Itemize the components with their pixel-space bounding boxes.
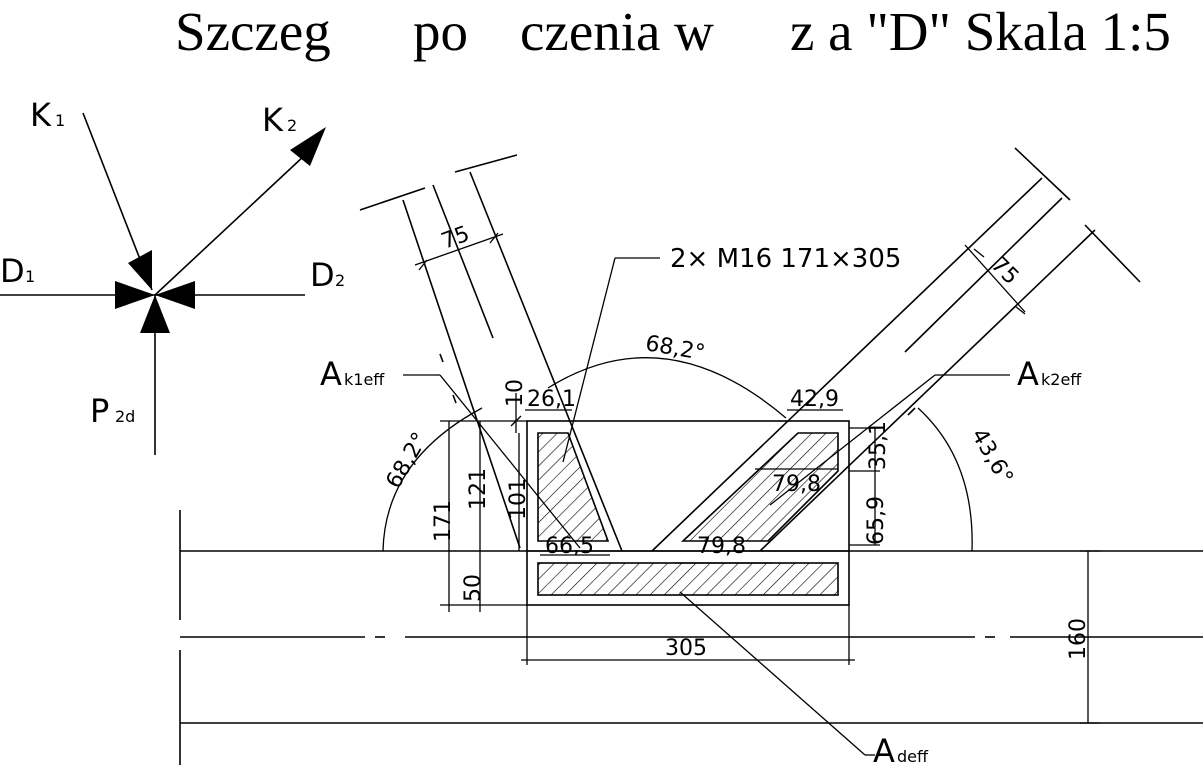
diagonal-k2 bbox=[651, 147, 1141, 552]
dim-160: 160 bbox=[1066, 618, 1091, 660]
label-p: P bbox=[90, 392, 109, 430]
area-labels: A k1eff A k2eff A deff bbox=[320, 355, 1082, 765]
title-part-1: Szczeg bbox=[175, 1, 331, 62]
title-part-2: po bbox=[413, 1, 468, 62]
dim-50: 50 bbox=[461, 574, 486, 602]
dim-65-9: 65,9 bbox=[864, 496, 889, 545]
label-k2-sub: 2 bbox=[287, 116, 297, 135]
dim-171: 171 bbox=[431, 500, 456, 542]
dim-42-9: 42,9 bbox=[790, 387, 839, 412]
title-part-4: z a "D" Skala 1:5 bbox=[790, 1, 1171, 62]
label-ak2: A bbox=[1017, 355, 1039, 393]
area-k1eff bbox=[537, 432, 610, 542]
dim-75-right-label: 75 bbox=[986, 252, 1023, 289]
label-d1-sub: 1 bbox=[25, 267, 35, 286]
dim-35-1: 35,1 bbox=[866, 421, 891, 470]
dim-79-8-bottom: 79,8 bbox=[697, 534, 746, 559]
area-k2eff bbox=[680, 432, 839, 542]
bolt-callout: 2× M16 171×305 bbox=[670, 244, 901, 274]
angle-left: 68,2° bbox=[382, 428, 434, 492]
force-legend-labels: K 1 K 2 D 1 D 2 P 2d bbox=[0, 96, 345, 430]
arrow-d2-icon bbox=[155, 281, 195, 309]
label-ad-sub: deff bbox=[897, 747, 929, 765]
dim-101: 101 bbox=[506, 478, 531, 520]
label-k1: K bbox=[30, 96, 52, 134]
dim-26-1: 26,1 bbox=[527, 387, 576, 412]
dim-305: 305 bbox=[665, 636, 707, 661]
dim-79-8-top: 79,8 bbox=[772, 472, 821, 497]
label-d1: D bbox=[0, 252, 25, 290]
dim-66-5: 66,5 bbox=[545, 534, 594, 559]
diagonal-k1 bbox=[359, 154, 623, 552]
title-part-3: czenia w bbox=[520, 1, 714, 62]
arrow-k1-icon bbox=[128, 250, 152, 290]
force-legend-arrowheads bbox=[115, 127, 326, 333]
dim-10: 10 bbox=[503, 379, 528, 407]
label-p-sub: 2d bbox=[115, 407, 135, 426]
area-deff bbox=[537, 562, 839, 596]
drawing-title: Szczeg po czenia w z a "D" Skala 1:5 bbox=[175, 1, 1171, 62]
label-d2: D bbox=[310, 256, 335, 294]
angle-top: 68,2° bbox=[643, 331, 706, 366]
label-k2: K bbox=[262, 101, 284, 139]
gusset-plate bbox=[526, 420, 850, 606]
arrow-p-icon bbox=[140, 295, 170, 333]
label-ad: A bbox=[873, 732, 895, 765]
label-k1-sub: 1 bbox=[55, 111, 65, 130]
arrow-d1-icon bbox=[115, 281, 155, 309]
force-legend bbox=[0, 112, 306, 455]
dim-75-left bbox=[414, 232, 504, 271]
angle-right: 43,6° bbox=[966, 424, 1018, 488]
dim-labels-gusset: 10 26,1 42,9 35,1 79,8 65,9 79,8 66,5 10… bbox=[431, 379, 1091, 661]
arrow-k2-icon bbox=[290, 127, 326, 166]
dim-75-right bbox=[964, 244, 1026, 315]
label-ak1: A bbox=[320, 355, 342, 393]
label-d2-sub: 2 bbox=[335, 271, 345, 290]
effective-areas bbox=[537, 432, 839, 596]
area-leaders bbox=[403, 374, 1010, 756]
label-ak1-sub: k1eff bbox=[344, 370, 385, 389]
bolt-leader bbox=[562, 257, 660, 463]
dim-lines-gusset bbox=[440, 393, 1100, 724]
dim-75-left-label: 75 bbox=[438, 222, 473, 255]
dim-121: 121 bbox=[466, 468, 491, 510]
label-ak2-sub: k2eff bbox=[1041, 370, 1082, 389]
